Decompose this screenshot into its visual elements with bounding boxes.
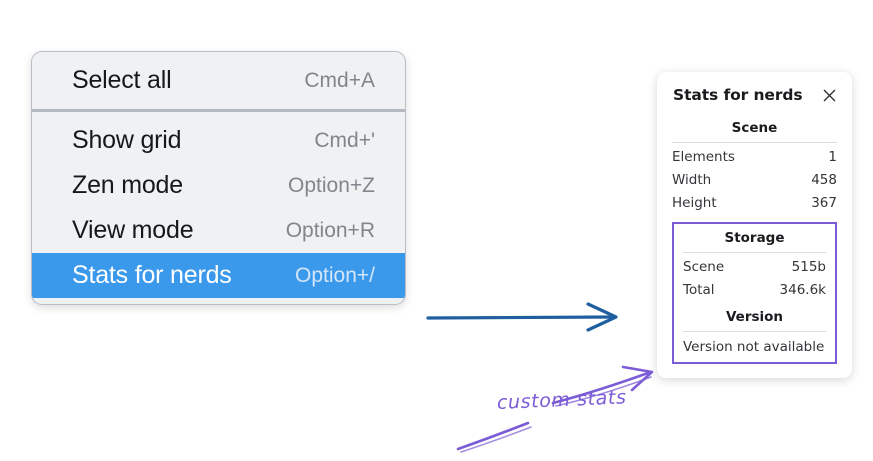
menu-item-shortcut: Cmd+' [314,128,375,152]
stat-value: 515b [791,258,826,275]
stat-value: 346.6k [779,281,826,298]
stat-value: 1 [828,149,837,165]
callout-arrow-lower-icon [456,421,532,453]
stat-key: Height [672,194,717,211]
menu-divider [32,109,405,112]
stat-row-elements: Elements 1 [672,146,837,169]
menu-group-1: Select all Cmd+A [32,52,405,109]
menu-item-stats-for-nerds[interactable]: Stats for nerds Option+/ [32,253,405,298]
stats-panel-header: Stats for nerds [657,86,852,104]
section-heading-scene: Scene [731,120,778,136]
stat-key: Total [683,281,715,298]
stat-value: 458 [811,171,837,188]
stats-panel-body: Scene Elements 1 Width 458 Height 367 St… [657,118,852,365]
stats-for-nerds-panel: Stats for nerds Scene Elements 1 Width 4… [657,72,852,379]
context-menu[interactable]: Select all Cmd+A Show grid Cmd+' Zen mod… [31,51,406,305]
section-heading-version: Version [725,309,784,326]
stat-row-storage-scene: Scene 515b [683,256,826,279]
stat-row-height: Height 367 [672,192,837,215]
custom-stats-highlight-box: Storage Scene 515b Total 346.6k Version … [672,221,837,365]
menu-item-label: Zen mode [72,171,183,199]
stat-key: Scene [683,258,725,275]
menu-item-label: Show grid [72,126,182,154]
menu-group-2: Show grid Cmd+' Zen mode Option+Z View m… [32,112,405,304]
menu-item-shortcut: Option+R [285,218,375,242]
menu-item-label: Stats for nerds [72,261,232,289]
section-rule [672,142,837,143]
stat-key: Width [672,171,712,188]
close-icon[interactable] [821,87,838,104]
menu-item-view-mode[interactable]: View mode Option+R [32,208,405,253]
section-rule [683,331,826,333]
stat-row-storage-total: Total 346.6k [683,279,826,302]
stat-row-width: Width 458 [672,169,837,192]
stat-key: Elements [672,149,735,165]
custom-stats-callout-label: custom stats [496,386,627,414]
menu-item-show-grid[interactable]: Show grid Cmd+' [32,118,405,163]
menu-item-shortcut: Option+/ [295,263,375,287]
version-value: Version not available [683,339,825,356]
section-rule [683,251,826,253]
flow-arrow-icon [426,302,618,332]
menu-item-label: Select all [72,66,172,94]
menu-item-zen-mode[interactable]: Zen mode Option+Z [32,163,405,208]
menu-item-shortcut: Cmd+A [304,68,375,92]
stats-panel-title: Stats for nerds [673,86,803,104]
menu-item-select-all[interactable]: Select all Cmd+A [32,58,405,103]
menu-item-shortcut: Option+Z [288,173,375,197]
stat-value: 367 [811,194,837,211]
section-heading-storage: Storage [724,229,785,246]
menu-item-label: View mode [72,216,194,244]
